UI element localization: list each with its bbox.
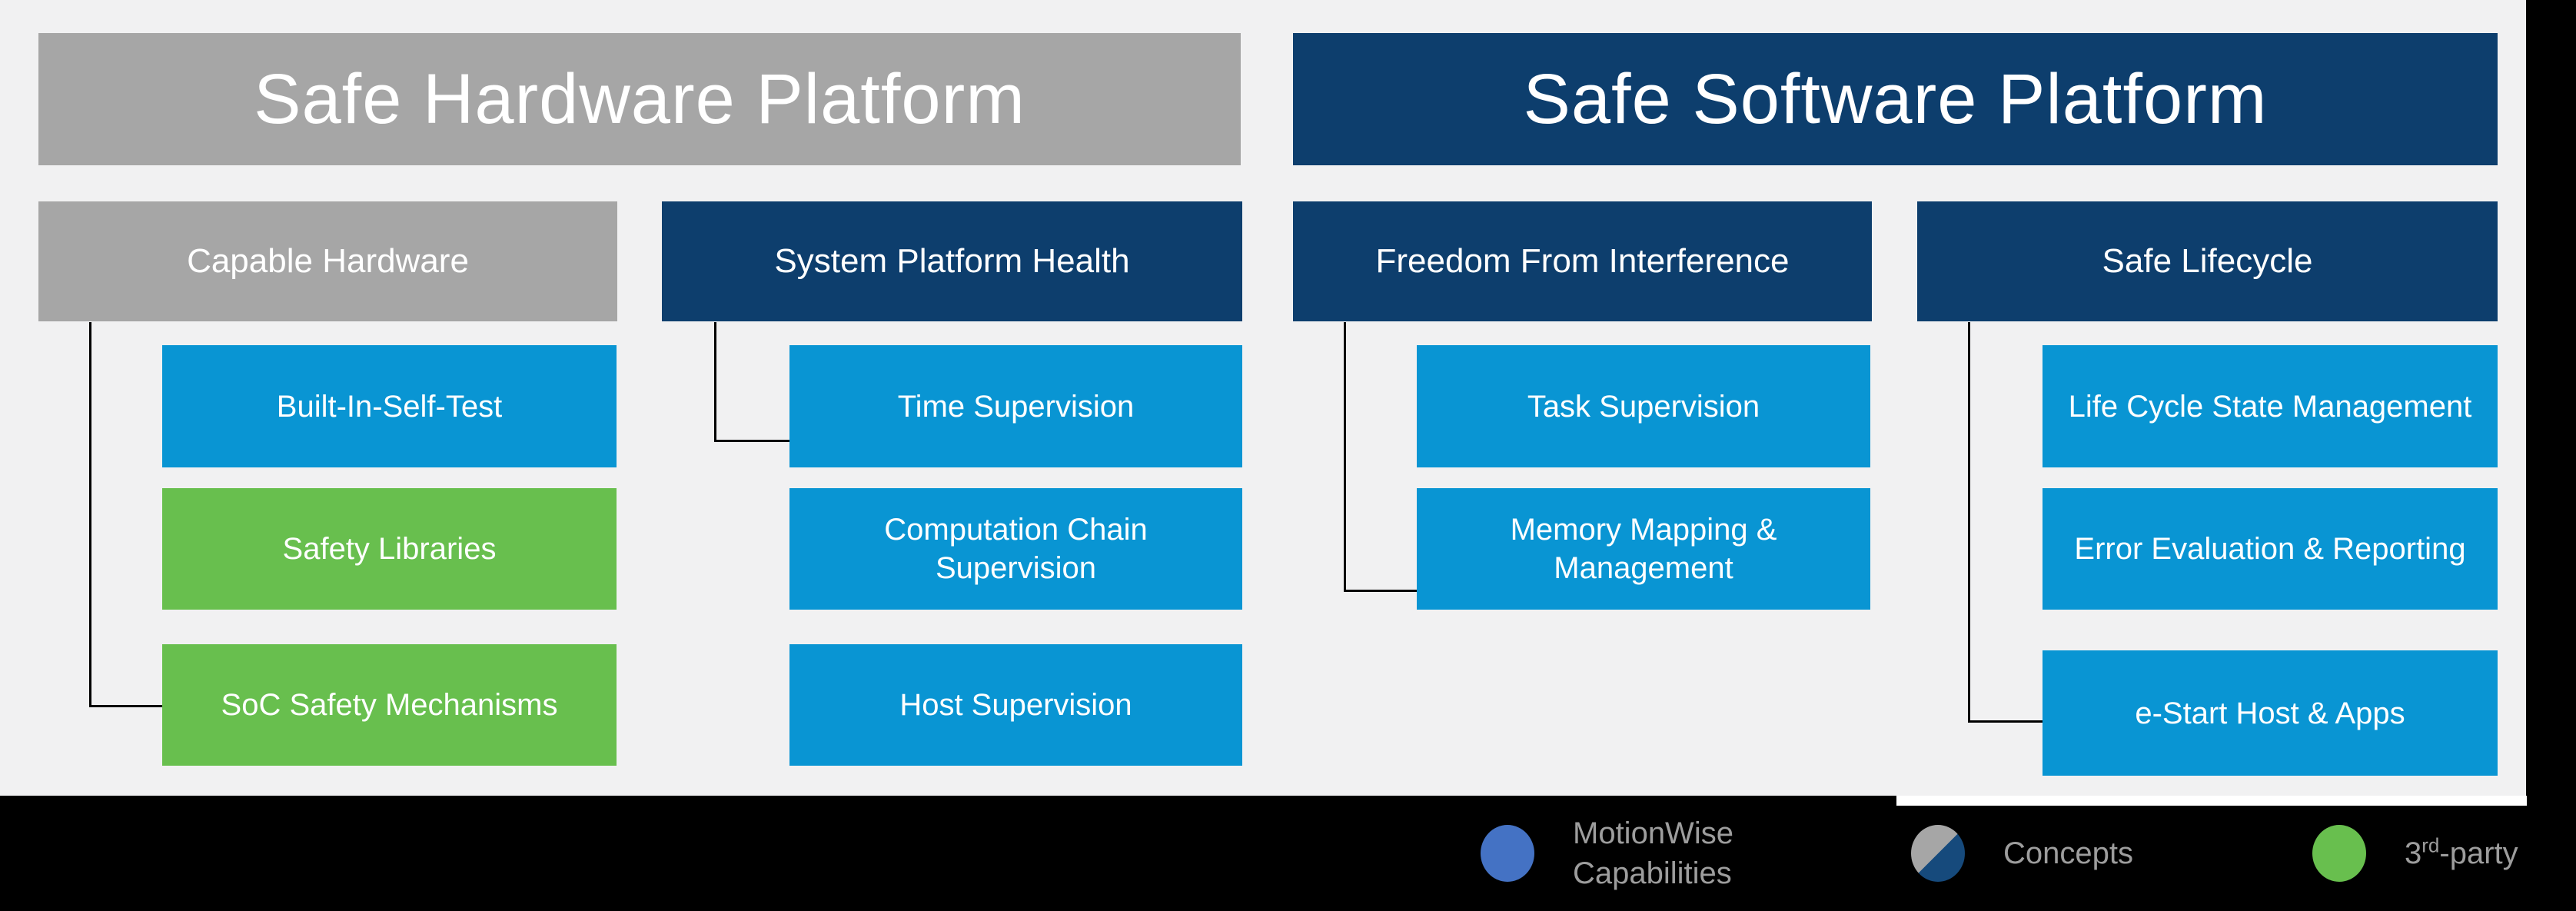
platform-header-safe-hardware: Safe Hardware Platform: [38, 33, 1241, 165]
connector-freedom-from-interference-vertical: [1344, 322, 1346, 592]
legend-swatch-motionwise-capabilities: [1481, 825, 1534, 882]
box-label: Error Evaluation & Reporting: [2074, 532, 2466, 566]
box-safety-libraries: Safety Libraries: [162, 488, 617, 610]
column-header-label: Freedom From Interference: [1375, 242, 1790, 280]
legend-swatch-third-party: [2312, 825, 2366, 882]
box-computation-chain-supervision: Computation Chain Supervision: [789, 488, 1242, 610]
box-label: SoC Safety Mechanisms: [221, 688, 558, 722]
legend-label-text: -party: [2439, 836, 2518, 870]
box-error-evaluation-reporting: Error Evaluation & Reporting: [2043, 488, 2498, 610]
column-header-freedom-from-interference: Freedom From Interference: [1293, 201, 1872, 321]
box-built-in-self-test: Built-In-Self-Test: [162, 345, 617, 467]
legend-label-superscript: rd: [2421, 833, 2440, 857]
box-label: e-Start Host & Apps: [2135, 696, 2405, 730]
box-e-start-host-apps: e-Start Host & Apps: [2043, 650, 2498, 776]
box-task-supervision: Task Supervision: [1417, 345, 1870, 467]
platform-header-label: Safe Hardware Platform: [254, 59, 1025, 138]
column-header-label: System Platform Health: [774, 242, 1130, 280]
box-label: Computation Chain Supervision: [884, 513, 1148, 585]
connector-capable-hardware-vertical: [89, 322, 91, 707]
box-time-supervision: Time Supervision: [789, 345, 1242, 467]
box-label: Task Supervision: [1527, 389, 1760, 424]
box-label: Time Supervision: [897, 389, 1135, 424]
box-label: Memory Mapping & Management: [1510, 513, 1777, 585]
box-label: Host Supervision: [899, 688, 1132, 722]
legend-label-text: Concepts: [2003, 836, 2133, 870]
legend-label-text: 3: [2405, 836, 2422, 870]
platform-header-label: Safe Software Platform: [1523, 59, 2268, 138]
column-header-label: Capable Hardware: [187, 242, 469, 280]
box-memory-mapping-management: Memory Mapping & Management: [1417, 488, 1870, 610]
connector-capable-hardware-horizontal: [89, 705, 162, 707]
column-header-safe-lifecycle: Safe Lifecycle: [1917, 201, 2498, 321]
connector-system-platform-health-horizontal: [714, 440, 789, 442]
box-host-supervision: Host Supervision: [789, 644, 1242, 766]
connector-freedom-from-interference-horizontal: [1344, 590, 1417, 592]
legend-label-line: MotionWise: [1573, 816, 1733, 850]
connector-system-platform-health-vertical: [714, 322, 716, 442]
legend-label-concepts: Concepts: [2003, 833, 2133, 873]
column-header-capable-hardware: Capable Hardware: [38, 201, 617, 321]
column-header-system-platform-health: System Platform Health: [662, 201, 1242, 321]
connector-safe-lifecycle-vertical: [1968, 322, 1970, 723]
connector-safe-lifecycle-horizontal: [1968, 720, 2043, 723]
legend-swatch-concepts: [1911, 825, 1965, 882]
box-life-cycle-state-management: Life Cycle State Management: [2043, 345, 2498, 467]
legend-label-motionwise-capabilities: MotionWise Capabilities: [1573, 813, 1733, 893]
box-soc-safety-mechanisms: SoC Safety Mechanisms: [162, 644, 617, 766]
platform-header-safe-software: Safe Software Platform: [1293, 33, 2498, 165]
column-header-label: Safe Lifecycle: [2102, 242, 2313, 280]
box-label: Built-In-Self-Test: [276, 389, 503, 424]
box-label: Life Cycle State Management: [2068, 389, 2472, 424]
legend-label-third-party: 3rd-party: [2405, 833, 2518, 873]
box-label: Safety Libraries: [282, 532, 497, 566]
background-white-strip: [1896, 796, 2527, 806]
legend-label-line: Capabilities: [1573, 856, 1732, 890]
